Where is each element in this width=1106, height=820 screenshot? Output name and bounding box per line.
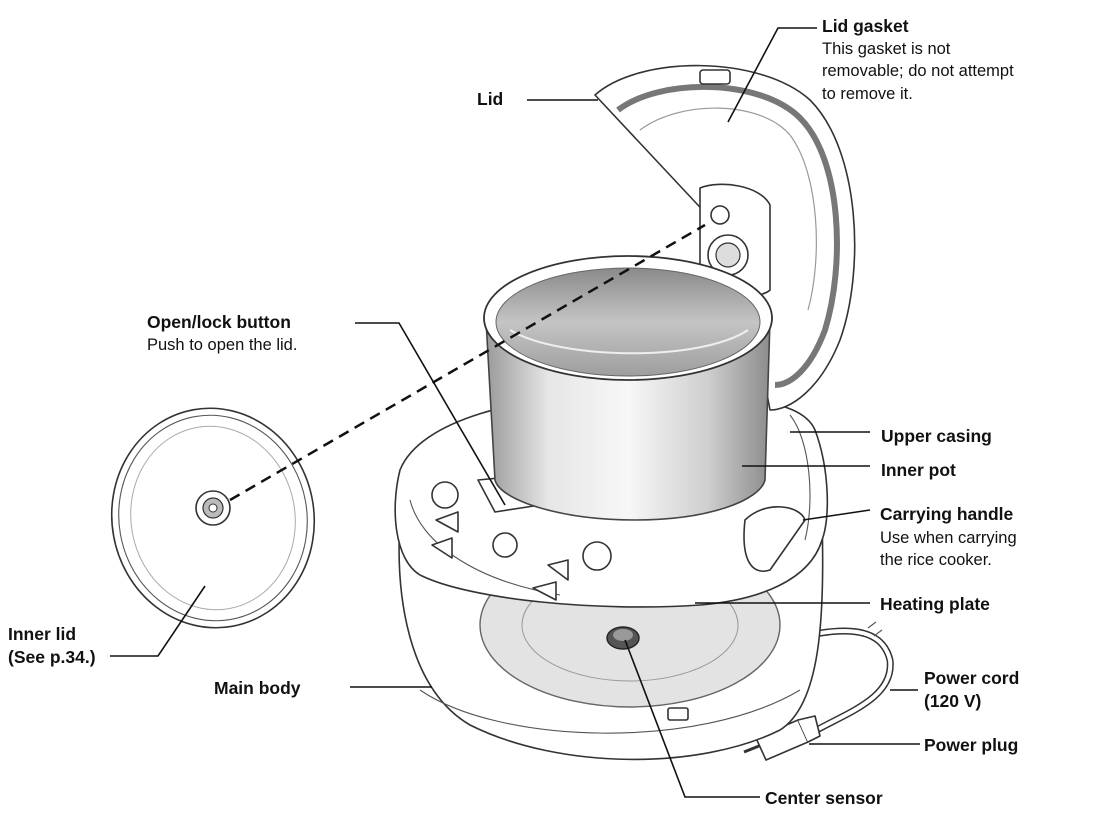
leader-center-sensor bbox=[624, 639, 760, 798]
note-lid-gasket-2: removable; do not attempt bbox=[822, 62, 1014, 80]
inner-pot-illustration bbox=[483, 255, 773, 521]
assembly-dashed-line bbox=[229, 223, 706, 502]
leader-lid-gasket bbox=[727, 27, 817, 123]
leader-lines bbox=[110, 27, 920, 798]
inner-lid-illustration bbox=[110, 407, 316, 629]
label-lid: Lid bbox=[477, 89, 503, 109]
note-power-cord: (120 V) bbox=[924, 691, 981, 711]
label-heating-plate: Heating plate bbox=[880, 594, 990, 614]
label-power-cord: Power cord bbox=[924, 668, 1019, 688]
label-main-body: Main body bbox=[214, 678, 301, 698]
note-lid-gasket-3: to remove it. bbox=[822, 85, 913, 103]
label-lid-gasket: Lid gasket bbox=[822, 16, 909, 36]
note-carrying-handle-2: the rice cooker. bbox=[880, 551, 992, 569]
label-upper-casing: Upper casing bbox=[881, 426, 992, 446]
leader-carrying-handle bbox=[802, 509, 871, 521]
carrying-handle-illustration bbox=[743, 506, 806, 572]
label-inner-lid: Inner lid bbox=[8, 624, 76, 644]
lid-illustration bbox=[594, 64, 856, 411]
note-inner-lid: (See p.34.) bbox=[8, 647, 96, 667]
leader-open-lock-button bbox=[355, 322, 506, 506]
leader-inner-lid bbox=[110, 585, 206, 657]
label-power-plug: Power plug bbox=[924, 735, 1018, 755]
note-lid-gasket-1: This gasket is not bbox=[822, 40, 951, 58]
note-carrying-handle-1: Use when carrying bbox=[880, 529, 1017, 547]
label-carrying-handle: Carrying handle bbox=[880, 504, 1013, 524]
label-inner-pot: Inner pot bbox=[881, 460, 956, 480]
power-cord-illustration bbox=[781, 621, 894, 739]
note-open-lock-button: Push to open the lid. bbox=[147, 336, 297, 354]
callout-labels: Lid Lid gasket This gasket is not remova… bbox=[8, 16, 1019, 808]
label-center-sensor: Center sensor bbox=[765, 788, 883, 808]
label-open-lock-button: Open/lock button bbox=[147, 312, 291, 332]
